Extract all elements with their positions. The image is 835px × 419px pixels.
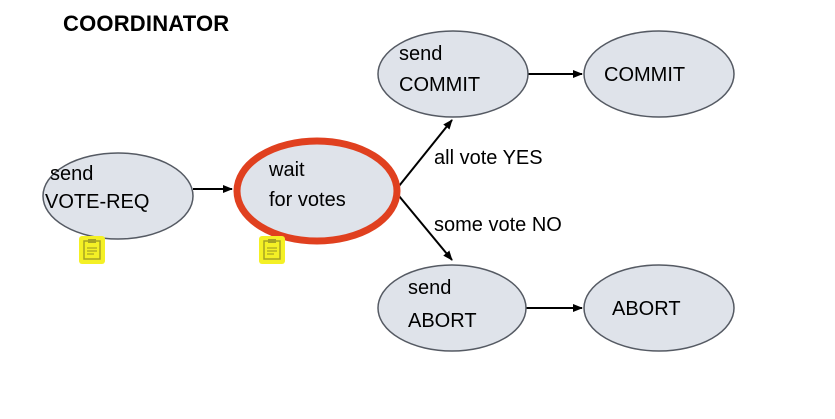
node-commit: COMMIT (583, 30, 735, 118)
node-wait-for-votes-line1: wait (268, 159, 305, 181)
node-commit-label: COMMIT (604, 64, 685, 86)
note-icon[interactable] (79, 236, 105, 264)
note-icon[interactable] (259, 236, 285, 264)
node-send-vote-req-line2: VOTE-REQ (45, 191, 149, 213)
node-send-abort-line2: ABORT (408, 310, 477, 332)
node-abort: ABORT (583, 264, 735, 352)
node-send-commit-line1: send (399, 43, 442, 65)
node-wait-for-votes-line2: for votes (269, 189, 346, 211)
node-send-abort: send ABORT (377, 264, 527, 352)
node-send-abort-line1: send (408, 277, 451, 299)
node-send-vote-req: send VOTE-REQ (42, 152, 194, 240)
edge-wait-to-send-commit (398, 119, 453, 187)
node-send-commit-line2: COMMIT (399, 74, 480, 96)
node-abort-label: ABORT (612, 298, 681, 320)
node-wait-for-votes: wait for votes (233, 137, 401, 245)
diagram-title: COORDINATOR (63, 11, 230, 36)
node-send-vote-req-line1: send (50, 163, 93, 185)
edge-label-all-vote-yes: all vote YES (434, 147, 543, 169)
edge-wait-to-send-abort (398, 195, 453, 261)
edge-label-some-vote-no: some vote NO (434, 214, 562, 236)
node-send-commit: send COMMIT (377, 30, 529, 118)
